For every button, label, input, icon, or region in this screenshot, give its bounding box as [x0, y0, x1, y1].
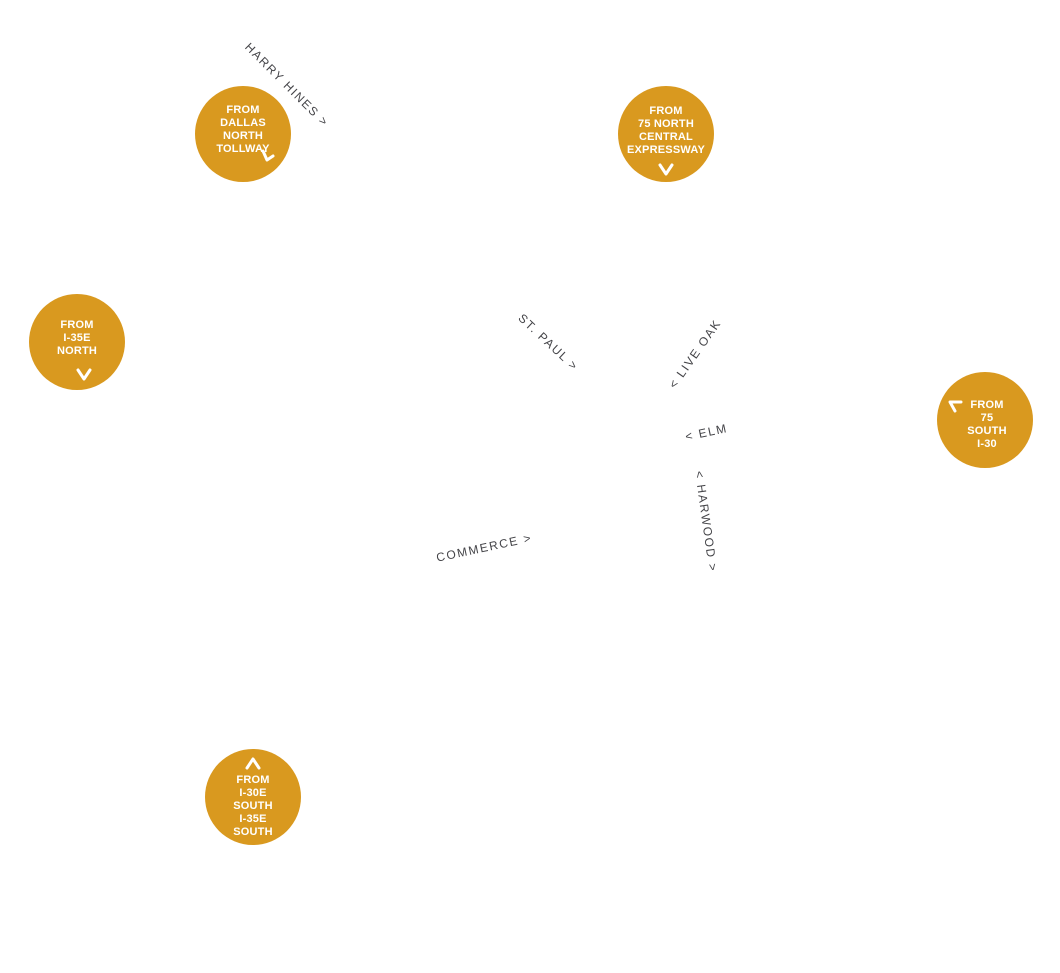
- arrow-up-left-icon: [947, 400, 963, 414]
- chevron-down-icon: [76, 368, 92, 382]
- marker-label: FROM DALLAS NORTH TOLLWAY: [216, 104, 270, 155]
- marker-label: FROM I-30E SOUTH I-35E SOUTH: [233, 774, 273, 838]
- arrow-down-right-icon: [259, 149, 275, 163]
- marker-label: FROM 75 SOUTH I-30: [967, 399, 1007, 450]
- marker-label: FROM I-35E NORTH: [56, 319, 98, 357]
- chevron-down-icon: [658, 163, 674, 177]
- marker-from-dallas-north-tollway[interactable]: FROM DALLAS NORTH TOLLWAY: [195, 86, 291, 182]
- street-label-elm: < ELM: [684, 421, 729, 444]
- street-label-harwood: < HARWOOD >: [692, 470, 721, 574]
- chevron-up-icon: [245, 756, 261, 770]
- marker-label: FROM 75 NORTH CENTRAL EXPRESSWAY: [626, 105, 705, 156]
- street-label-commerce: COMMERCE >: [435, 530, 534, 565]
- marker-from-75-north-central-expressway[interactable]: FROM 75 NORTH CENTRAL EXPRESSWAY: [618, 86, 714, 182]
- marker-from-75-south-i30[interactable]: FROM 75 SOUTH I-30: [937, 372, 1033, 468]
- marker-from-i30e-south-i35e-south[interactable]: FROM I-30E SOUTH I-35E SOUTH: [205, 749, 301, 845]
- marker-from-i35e-north[interactable]: FROM I-35E NORTH: [29, 294, 125, 390]
- street-label-live-oak: < LIVE OAK: [666, 316, 724, 392]
- street-label-st-paul: ST. PAUL >: [515, 311, 582, 374]
